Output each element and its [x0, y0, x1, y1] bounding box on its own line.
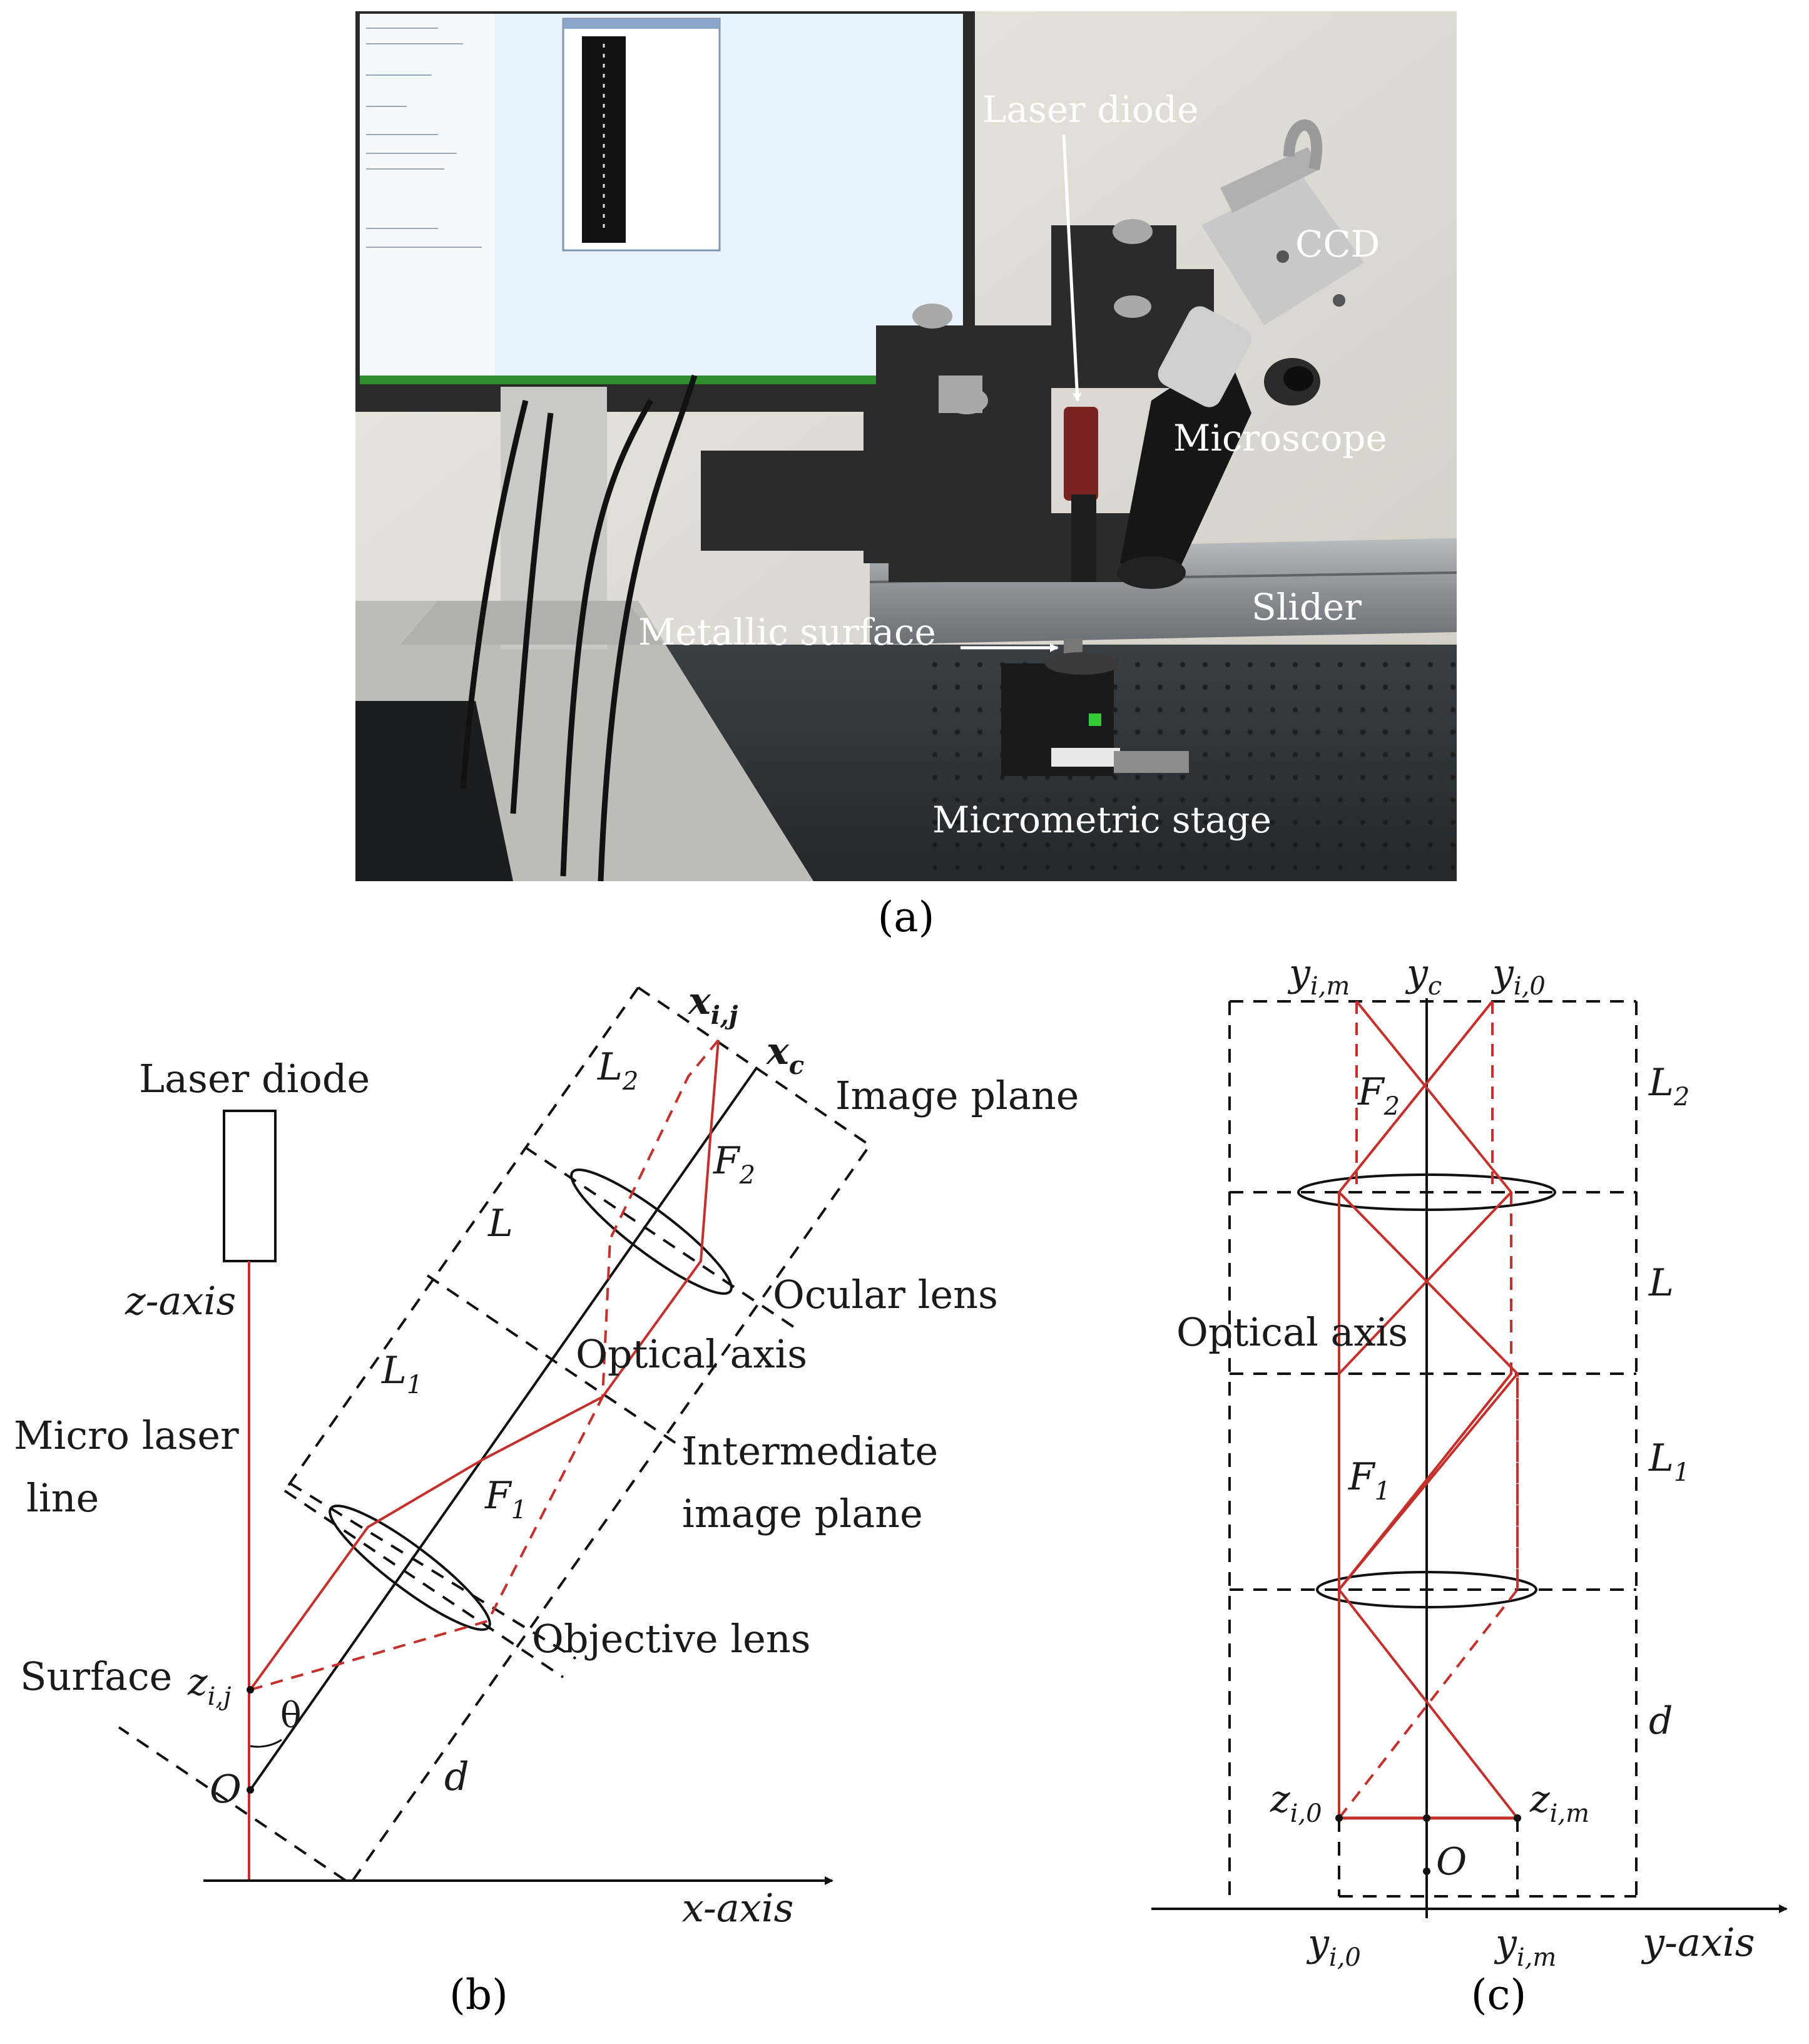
label-ccd: CCD: [1295, 223, 1380, 265]
laser-line-image: [582, 36, 626, 243]
label-laser-diode: Laser diode: [982, 88, 1198, 131]
c-dashed-frames: [1228, 1000, 1638, 1898]
label-microscope: Microscope: [1173, 417, 1387, 459]
monitor: [355, 11, 975, 650]
origin-point: [247, 1786, 254, 1794]
label-b-theta: θ: [280, 1695, 302, 1736]
label-b-laser-diode: Laser diode: [139, 1056, 370, 1101]
ccd-device: [1201, 119, 1364, 325]
microscope-device: [1117, 306, 1320, 589]
label-b-objective-lens: Objective lens: [532, 1616, 811, 1662]
label-micrometric-stage: Micrometric stage: [932, 799, 1271, 841]
objective-lens-shape: [329, 1505, 491, 1631]
panel-a-photo: Laser diode CCD Microscope Slider Metall…: [355, 11, 1457, 882]
label-b-xc: xc: [765, 1030, 804, 1080]
c-point-origin: [1423, 1868, 1430, 1875]
label-c-d: d: [1649, 1699, 1673, 1743]
label-b-l: L: [487, 1202, 513, 1245]
label-c-origin: O: [1436, 1840, 1467, 1884]
c-objective-lens-shape: [1316, 1571, 1537, 1608]
caption-a: (a): [878, 893, 935, 941]
panel-b-diagram: Laser diode z-axis Micro laser line Surf…: [14, 979, 1079, 1931]
label-c-f1: F1: [1348, 1455, 1390, 1506]
label-b-micro-laser-2: line: [26, 1475, 99, 1521]
label-b-l2: L2: [597, 1045, 638, 1096]
c-point-center: [1423, 1814, 1430, 1822]
c-point-zi0: [1335, 1814, 1343, 1822]
label-b-micro-laser-1: Micro laser: [14, 1413, 239, 1458]
label-b-zij: zi,j: [187, 1660, 232, 1711]
laser-diode-box: [223, 1110, 277, 1262]
label-c-yim-top: yi,m: [1287, 951, 1350, 1001]
laser-diode-device: [1064, 407, 1098, 501]
label-b-origin: O: [210, 1766, 242, 1812]
c-rays-dashed: [1337, 1000, 1519, 1819]
c-point-zim: [1514, 1814, 1521, 1822]
label-b-intermediate-1: Intermediate: [682, 1428, 938, 1474]
label-c-l2: L2: [1648, 1061, 1689, 1111]
label-b-z-axis: z-axis: [125, 1278, 236, 1324]
knobs: [912, 219, 1153, 414]
label-b-f2: F2: [713, 1139, 755, 1190]
panel-c-diagram: yi,m yc yi,0 F2 L2 L Optical axis L1 F1 …: [1151, 951, 1788, 1972]
label-b-f1: F1: [484, 1474, 527, 1525]
keyboard: [355, 701, 513, 881]
label-c-l: L: [1648, 1261, 1674, 1305]
label-c-yc: yc: [1405, 951, 1442, 1001]
label-c-zim: zi,m: [1529, 1777, 1589, 1828]
label-b-l1: L1: [381, 1349, 422, 1399]
label-c-l1: L1: [1648, 1436, 1689, 1487]
arrow-laser-diode: [1062, 134, 1082, 402]
label-c-zi0: zi,0: [1270, 1777, 1322, 1828]
label-b-x-axis: x-axis: [682, 1885, 793, 1931]
cables: [460, 374, 698, 882]
label-b-intermediate-2: image plane: [682, 1491, 923, 1536]
c-ocular-lens-shape: [1297, 1173, 1556, 1211]
theta-arc: [250, 1739, 282, 1748]
label-metallic-surface: Metallic surface: [638, 611, 936, 653]
label-c-yi0-top: yi,0: [1491, 951, 1546, 1001]
label-c-y-axis: y-axis: [1641, 1919, 1755, 1965]
rays-b: [249, 1039, 720, 1691]
label-b-image-plane: Image plane: [835, 1073, 1079, 1118]
dashed-frames: [118, 986, 872, 1886]
c-rays-solid: [1337, 1000, 1519, 1819]
caption-c: (c): [1471, 1971, 1526, 2019]
label-b-ocular-lens: Ocular lens: [773, 1272, 998, 1317]
label-c-yi0-bottom: yi,0: [1306, 1921, 1361, 1972]
label-c-yim-bottom: yi,m: [1494, 1921, 1556, 1972]
ocular-lens-shape: [570, 1168, 733, 1295]
label-b-d: d: [444, 1754, 469, 1799]
caption-b: (b): [449, 1971, 508, 2019]
surface-point: [247, 1686, 254, 1694]
label-c-f2: F2: [1357, 1070, 1400, 1121]
label-c-optical-axis: Optical axis: [1176, 1309, 1408, 1355]
label-b-optical-axis: Optical axis: [576, 1331, 807, 1377]
label-slider: Slider: [1251, 586, 1362, 628]
optical-axis-line: [249, 1066, 758, 1791]
label-b-surface: Surface: [20, 1653, 172, 1699]
label-b-xij: xi,j: [687, 979, 738, 1030]
